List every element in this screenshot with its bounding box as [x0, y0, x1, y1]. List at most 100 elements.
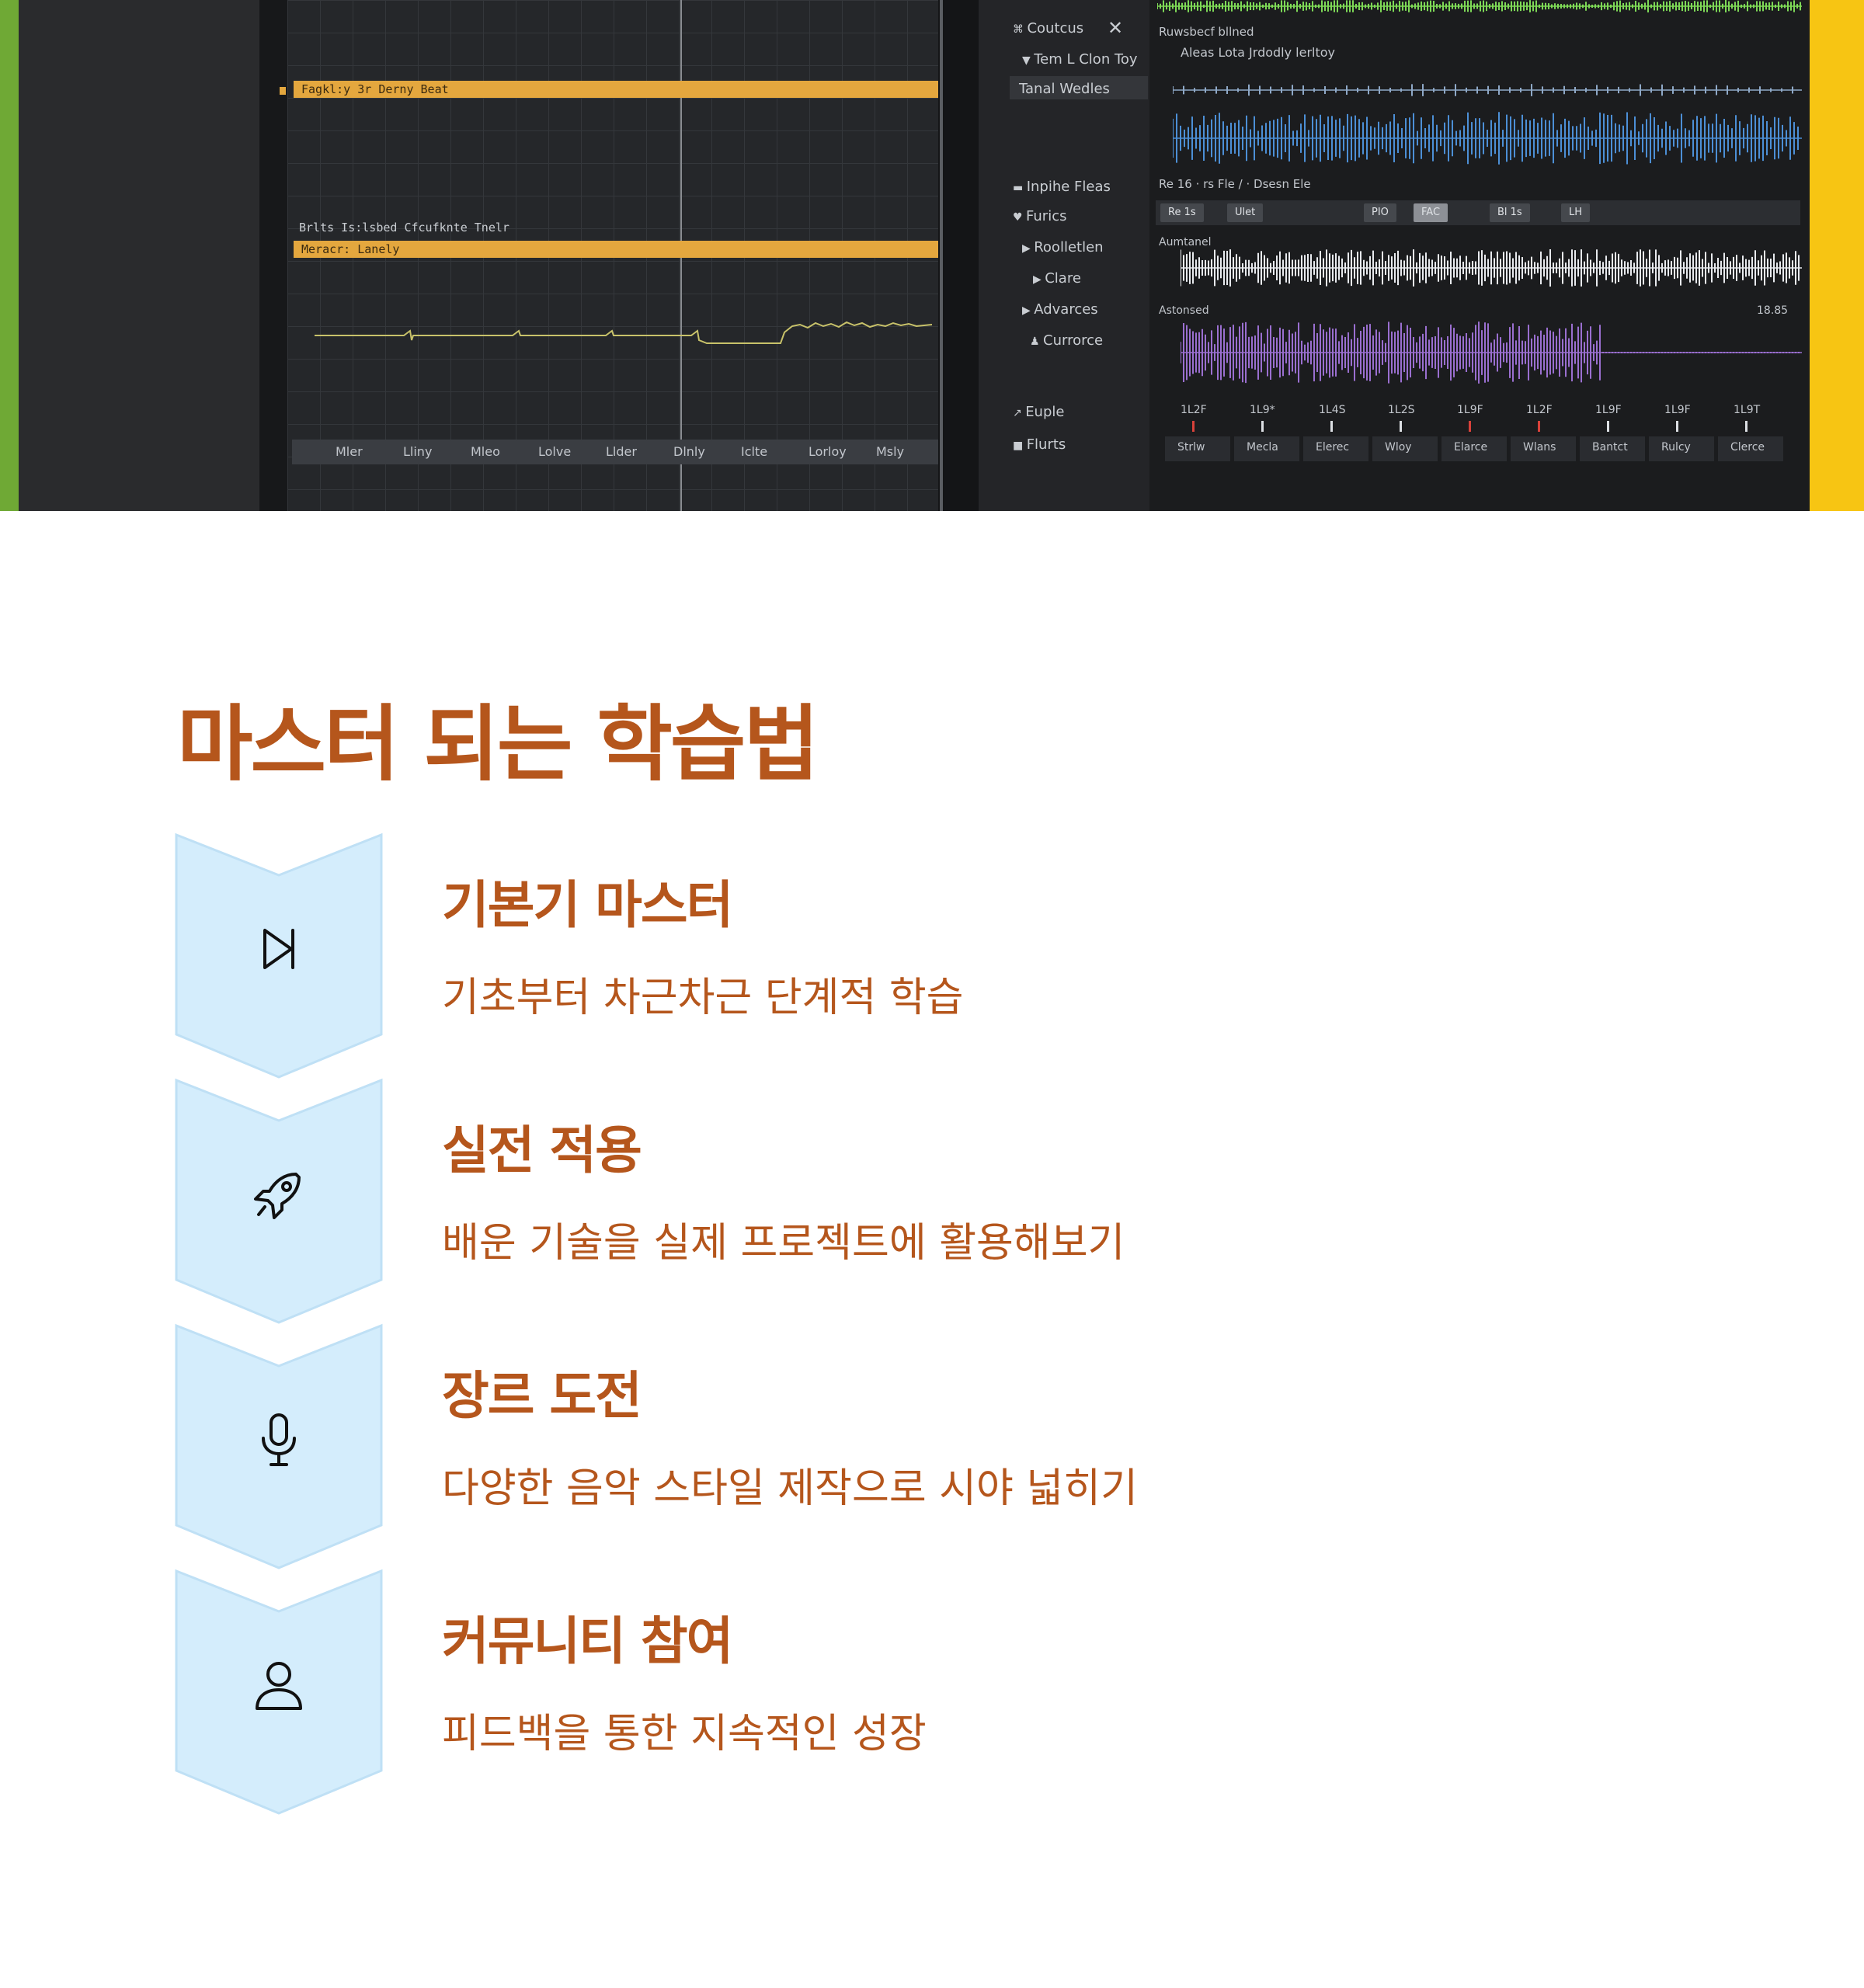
sidebar-item-label: Advarces — [1034, 301, 1098, 318]
close-icon[interactable]: ✕ — [1108, 17, 1124, 39]
daw-screenshot: Fagkl:y 3r Derny Beat Brlts Is:lsbed Cfc… — [0, 0, 1864, 511]
track-4-label: Astonsed — [1159, 304, 1209, 317]
ruler-cell[interactable] — [1718, 436, 1783, 461]
sidebar-item-label: Euple — [1025, 404, 1065, 420]
track-4-value: 18.85 — [1757, 304, 1789, 317]
left-panel — [19, 0, 259, 511]
sidebar-item-label: Coutcus — [1027, 20, 1084, 36]
clip-label: Fagkl:y 3r Derny Beat — [301, 82, 449, 96]
ruler-tick-top: 1L9T — [1734, 404, 1761, 416]
clip-label: Meracr: Lanely — [301, 242, 400, 256]
track-3-label: Aumtanel — [1159, 236, 1212, 248]
track-toolbar[interactable] — [1156, 200, 1800, 225]
ruler-cell[interactable] — [1649, 436, 1714, 461]
toolbar-button[interactable]: Re 1s — [1160, 203, 1204, 222]
sidebar-item[interactable]: ▶ Clare — [1033, 270, 1081, 287]
ruler-cell[interactable] — [1303, 436, 1368, 461]
waveform-white — [1181, 249, 1802, 287]
filter-icon: ▼ — [1022, 54, 1035, 67]
ruler-tick-top: 1L9* — [1250, 404, 1275, 416]
ruler-tick-label: Llder — [606, 444, 637, 459]
ruler-tick-label: Dlnly — [673, 444, 705, 459]
chevron-shape — [175, 1569, 383, 1815]
ruler-tick-label: Iclte — [741, 444, 768, 459]
audio-clip-1[interactable]: Fagkl:y 3r Derny Beat — [294, 81, 938, 98]
waveform-sparse — [1173, 84, 1802, 96]
ruler-cell[interactable] — [1511, 436, 1576, 461]
microphone-icon — [262, 1413, 296, 1466]
folder-icon: ▬ — [1013, 182, 1027, 194]
toolbar-button[interactable]: Ulet — [1227, 203, 1264, 222]
arrow-icon: ↗ — [1013, 407, 1026, 419]
ruler-tick-bottom: Clerce — [1730, 441, 1765, 454]
step-description: 기초부터 차근차근 단계적 학습 — [442, 975, 964, 1021]
ruler-tick-mark — [1330, 421, 1333, 432]
ruler-tick-top: 1L2F — [1181, 404, 1207, 416]
ruler-tick-bottom: Elerec — [1316, 441, 1350, 454]
sidebar-item[interactable]: ⌘ Coutcus — [1013, 20, 1083, 36]
panel-divider[interactable] — [938, 0, 979, 511]
ruler-tick-label: Mler — [336, 444, 363, 459]
sidebar-item[interactable]: ↗ Euple — [1013, 404, 1064, 420]
sidebar-item[interactable]: ▼ Tem L Clon Toy — [1022, 51, 1138, 68]
ruler-tick-label: Msly — [876, 444, 905, 459]
skip-forward-icon — [263, 929, 294, 969]
tracks-panel-header: Ruwsbecf bllned — [1159, 25, 1254, 39]
lane-caption: Brlts Is:lsbed Cfcufknte Tnelr — [299, 221, 509, 235]
ruler-tick-bottom: Elarce — [1454, 441, 1488, 454]
sidebar-item-label: Roolletlen — [1034, 239, 1104, 255]
track-toolbar-title: Re 16 · rs Fle / · Dsesn Ele — [1159, 177, 1311, 191]
audio-clip-2[interactable]: Meracr: Lanely — [294, 241, 938, 258]
sidebar-item[interactable]: ▶ Advarces — [1022, 301, 1098, 318]
play-icon: ▶ — [1022, 242, 1035, 255]
tracks-panel-subheader: Aleas Lota Jrdodly lerltoy — [1181, 45, 1336, 60]
rocket-icon — [254, 1173, 301, 1219]
sidebar-item-label: Flurts — [1026, 436, 1066, 453]
ruler-tick-bottom: Mecla — [1247, 441, 1278, 454]
timeline-ruler[interactable] — [292, 440, 940, 464]
sidebar-item[interactable]: ♥ Furics — [1013, 208, 1066, 224]
sidebar-selected-row — [1010, 76, 1148, 99]
user-icon: ♟ — [1030, 335, 1044, 348]
ruler-tick-top: 1L2F — [1526, 404, 1553, 416]
toolbar-button[interactable]: LH — [1561, 203, 1591, 222]
automation-curve — [315, 321, 933, 344]
ruler-cell[interactable] — [1441, 436, 1507, 461]
toolbar-button[interactable]: FAC — [1414, 203, 1448, 222]
step-title: 실전 적용 — [442, 1121, 642, 1180]
toolbar-button-label: LH — [1569, 207, 1583, 218]
sidebar-item-label: Furics — [1026, 208, 1067, 224]
ruler-tick-top: 1L9F — [1595, 404, 1622, 416]
sidebar-item[interactable]: ■ Flurts — [1013, 436, 1066, 453]
ruler-tick-bottom: Rulcy — [1661, 441, 1691, 454]
box-icon: ■ — [1013, 440, 1027, 452]
step-description: 피드백을 통한 지속적인 성장 — [442, 1711, 927, 1757]
ruler-tick-bottom: Wlans — [1523, 441, 1556, 454]
ruler-tick-mark — [1400, 421, 1402, 432]
ruler-tick-label: Lliny — [403, 444, 433, 459]
sidebar-item[interactable]: ▬ Inpihe Fleas — [1013, 179, 1111, 195]
ruler-tick-top: 1L4S — [1319, 404, 1346, 416]
ruler-tick-label: Lolve — [538, 444, 572, 459]
toolbar-button[interactable]: PIO — [1364, 203, 1396, 222]
sidebar-item[interactable]: ▶ Roolletlen — [1022, 239, 1104, 255]
ruler-tick-label: Lorloy — [809, 444, 847, 459]
left-panel-divider — [259, 0, 287, 511]
ruler-cell[interactable] — [1234, 436, 1299, 461]
toolbar-button[interactable]: Bl 1s — [1490, 203, 1530, 222]
clip-marker — [280, 87, 286, 95]
step-practice: 실전 적용 배운 기술을 실제 프로젝트에 활용해보기 — [174, 1078, 1650, 1326]
ruler-tick-bottom: Wloy — [1385, 441, 1412, 454]
ruler-cell[interactable] — [1372, 436, 1438, 461]
yellow-edge-strip — [1810, 0, 1864, 511]
ruler-tick-mark — [1469, 421, 1471, 432]
sidebar-item[interactable]: Tanal Wedles — [1019, 81, 1110, 97]
sidebar-item[interactable]: ♟ Currorce — [1030, 332, 1103, 349]
ruler-tick-top: 1L9F — [1664, 404, 1691, 416]
step-description: 다양한 음악 스타일 제작으로 시야 넓히기 — [442, 1465, 1138, 1512]
ruler-tick-mark — [1261, 421, 1264, 432]
ruler-cell[interactable] — [1165, 436, 1230, 461]
chevron-shape — [175, 1078, 383, 1324]
code-icon: ⌘ — [1013, 23, 1028, 36]
ruler-cell[interactable] — [1580, 436, 1645, 461]
